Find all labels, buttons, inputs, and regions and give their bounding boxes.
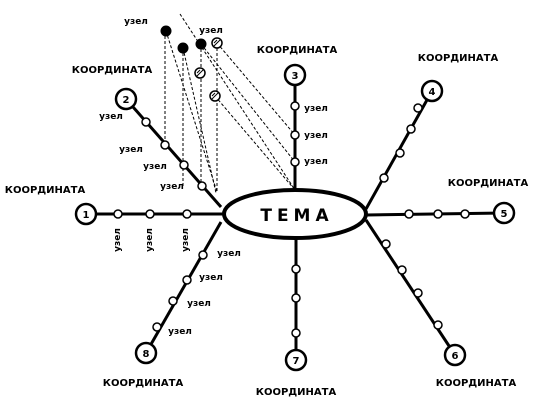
hatch-stroke <box>211 92 219 100</box>
projection-line <box>200 43 296 163</box>
coordinate-number-8: 8 <box>143 349 150 360</box>
coordinate-circle-1 <box>74 202 98 226</box>
hatch-stroke <box>211 92 216 97</box>
node-marker <box>152 322 162 332</box>
node-marker <box>291 293 301 303</box>
node-marker <box>160 140 170 150</box>
node-label-vertical: узел <box>181 228 191 252</box>
node-marker <box>406 124 416 134</box>
node-label: узел <box>199 26 223 36</box>
node-marker <box>141 117 151 127</box>
hatched-node-marker <box>211 37 223 49</box>
coordinate-circle-4 <box>420 79 444 103</box>
node-marker <box>290 130 300 140</box>
node-marker <box>198 250 208 260</box>
node-marker <box>381 239 391 249</box>
filled-node-marker <box>160 25 172 37</box>
coordinate-number-4: 4 <box>429 87 436 98</box>
node-label: узел <box>304 157 328 167</box>
node-label: узел <box>160 182 184 192</box>
coordinate-circle-7 <box>284 348 308 372</box>
node-marker <box>404 209 414 219</box>
hatched-node-marker <box>209 90 221 102</box>
node-label: узел <box>168 327 192 337</box>
hatch-stroke <box>213 39 218 44</box>
coordinate-number-1: 1 <box>83 210 90 221</box>
node-label: узел <box>304 104 328 114</box>
node-marker <box>145 209 155 219</box>
topic-ellipse <box>222 188 368 240</box>
projection-line <box>216 42 296 136</box>
node-label: узел <box>143 162 167 172</box>
node-marker <box>290 157 300 167</box>
coordinate-number-7: 7 <box>293 356 300 367</box>
coordinate-label: КООРДИНАТА <box>103 378 184 389</box>
diagram-labels: 1 2 3 4 5 6 7 8 ТЕМА КООРДИНАТА КООРДИНАТА КООРДИНА… <box>5 17 529 398</box>
coordinate-label: КООРДИНАТА <box>257 45 338 56</box>
node-label: узел <box>304 131 328 141</box>
coordinate-label: КООРДИНАТА <box>448 178 529 189</box>
coordinate-circle-6 <box>443 343 467 367</box>
node-label: узел <box>99 112 123 122</box>
projection-line <box>165 30 218 193</box>
coordinate-number-6: 6 <box>452 351 459 362</box>
node-marker <box>379 173 389 183</box>
coordinate-circle-3 <box>283 63 307 87</box>
node-label: узел <box>119 145 143 155</box>
coordinate-number-3: 3 <box>292 71 299 82</box>
node-marker <box>433 320 443 330</box>
filled-node-marker <box>177 42 189 54</box>
node-marker <box>290 101 300 111</box>
coordinate-label: КООРДИНАТА <box>72 65 153 76</box>
node-marker <box>182 275 192 285</box>
node-marker <box>397 265 407 275</box>
node-label-vertical: узел <box>113 228 123 252</box>
coordinate-label: КООРДИНАТА <box>418 53 499 64</box>
node-marker <box>395 148 405 158</box>
hatch-stroke <box>213 39 221 47</box>
coordinate-circle-2 <box>114 87 138 111</box>
coordinate-number-2: 2 <box>123 95 130 106</box>
node-marker <box>179 160 189 170</box>
coordinate-number-5: 5 <box>501 209 508 220</box>
hatched-node-marker <box>194 67 206 79</box>
node-marker <box>168 296 178 306</box>
node-label-vertical: узел <box>145 228 155 252</box>
coordinate-label: КООРДИНАТА <box>436 378 517 389</box>
node-label: узел <box>124 17 148 27</box>
filled-node-marker <box>195 38 207 50</box>
node-marker <box>182 209 192 219</box>
spoke-line-6 <box>364 219 457 356</box>
node-marker <box>113 209 123 219</box>
coordinate-circle-8 <box>134 341 158 365</box>
topic-label: ТЕМА <box>260 206 333 226</box>
node-marker <box>291 264 301 274</box>
hatch-stroke <box>196 69 204 77</box>
node-marker <box>460 209 470 219</box>
coordinate-circle-5 <box>492 201 516 225</box>
node-marker <box>433 209 443 219</box>
coordinate-label: КООРДИНАТА <box>256 387 337 398</box>
hatch-stroke <box>196 69 201 74</box>
coordinate-label: КООРДИНАТА <box>5 185 86 196</box>
projection-line <box>214 95 296 191</box>
node-label: узел <box>217 249 241 259</box>
diagram-shapes <box>74 25 516 372</box>
node-label: узел <box>187 299 211 309</box>
node-marker <box>413 288 423 298</box>
node-marker <box>197 181 207 191</box>
node-marker <box>291 328 301 338</box>
node-marker <box>413 103 423 113</box>
node-label: узел <box>199 273 223 283</box>
